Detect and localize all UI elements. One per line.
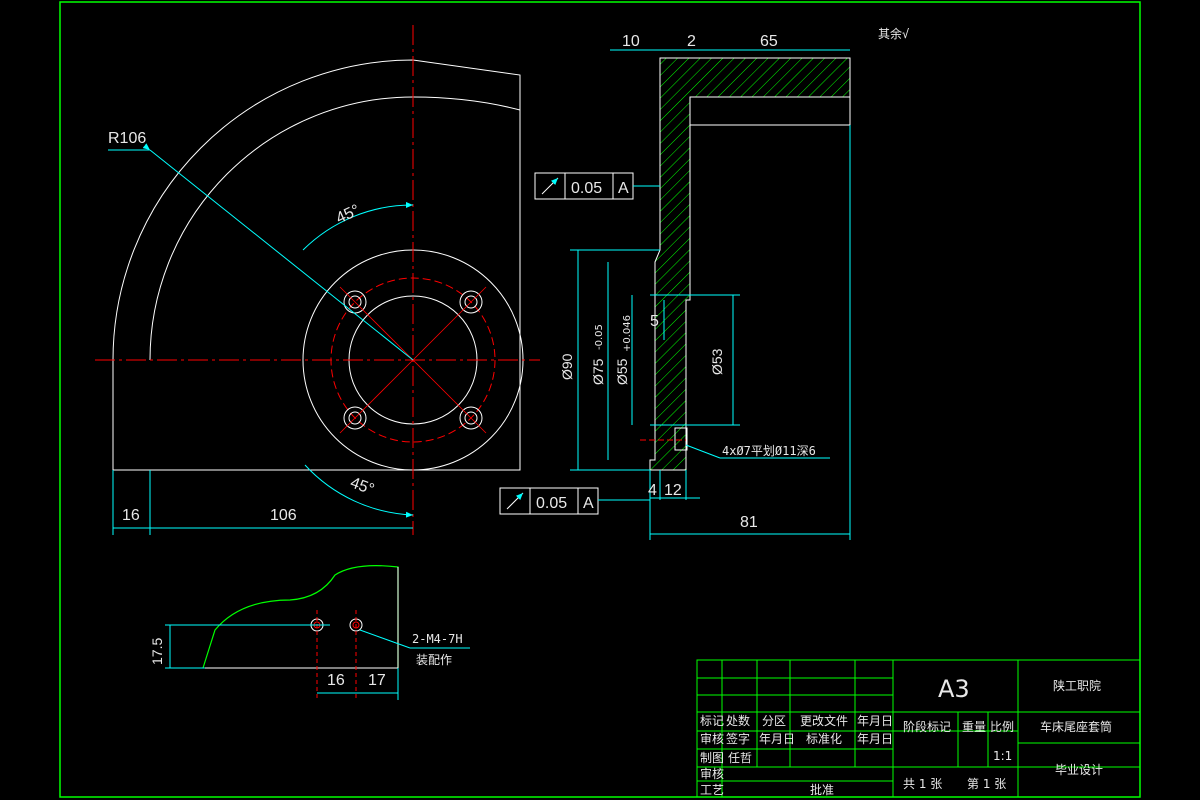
tolerance-frame-bottom: 0.05 A bbox=[499, 487, 650, 515]
title-block-text: A3 陕工职院 车床尾座套筒 毕业设计 1:1 阶段标记 重量 比例 共 1 张… bbox=[700, 675, 1112, 797]
stage-mark: 阶段标记 bbox=[903, 719, 951, 734]
svg-text:工艺: 工艺 bbox=[700, 783, 724, 797]
svg-text:A: A bbox=[583, 495, 594, 512]
svg-text:处数: 处数 bbox=[726, 713, 750, 728]
roughness-note: 其余√ bbox=[878, 26, 909, 41]
drawing-frame bbox=[59, 1, 1141, 798]
svg-text:0.05: 0.05 bbox=[536, 495, 567, 512]
sheet-size: A3 bbox=[938, 675, 970, 703]
section-body bbox=[649, 57, 851, 471]
sheet-number: 第 1 张 bbox=[967, 777, 1006, 791]
angle-bottom-label: 45° bbox=[348, 474, 377, 498]
dim-left-label: 16 bbox=[122, 507, 140, 524]
weight-label: 重量 bbox=[962, 720, 986, 734]
dia-90-label: Ø90 bbox=[559, 353, 575, 380]
svg-text:审核: 审核 bbox=[700, 731, 724, 746]
svg-text:签字: 签字 bbox=[726, 731, 750, 746]
tolerance-frame-top: 0.05 A bbox=[534, 172, 660, 200]
svg-text:标准化: 标准化 bbox=[806, 732, 842, 746]
dim-10: 10 bbox=[622, 33, 640, 50]
school-name: 陕工职院 bbox=[1053, 678, 1101, 693]
scale-value: 1:1 bbox=[993, 749, 1012, 763]
hole-note: 4xØ7平划Ø11深6 bbox=[722, 444, 816, 458]
bolt-holes bbox=[343, 290, 483, 430]
dim-81-label: 81 bbox=[740, 514, 758, 531]
svg-text:制图: 制图 bbox=[700, 751, 724, 765]
sheet-total: 共 1 张 bbox=[903, 777, 942, 791]
dim-12-label: 12 bbox=[664, 482, 682, 499]
section-view: 10 2 65 其余√ 0.05 A Ø90 Ø75 -0.05 Ø55 +0.… bbox=[499, 26, 909, 540]
svg-text:年月日: 年月日 bbox=[857, 714, 893, 728]
radius-label: R106 bbox=[108, 130, 146, 147]
svg-text:更改文件: 更改文件 bbox=[800, 713, 848, 728]
inner-arc bbox=[149, 96, 521, 361]
dia-55-label: Ø55 bbox=[614, 358, 630, 385]
dim-main-label: 106 bbox=[270, 507, 297, 524]
dia-75-tol: -0.05 bbox=[594, 324, 605, 350]
dim-17-5-label: 17.5 bbox=[149, 638, 165, 665]
svg-text:标记: 标记 bbox=[700, 714, 724, 728]
svg-text:A: A bbox=[618, 180, 629, 197]
ratio-label: 比例 bbox=[990, 720, 1014, 734]
thread-note: 2-M4-7H bbox=[412, 632, 463, 646]
design-type: 毕业设计 bbox=[1055, 763, 1103, 777]
svg-text:0.05: 0.05 bbox=[571, 180, 602, 197]
svg-text:审核: 审核 bbox=[700, 766, 724, 781]
dim-4-label: 4 bbox=[648, 482, 657, 499]
svg-text:批准: 批准 bbox=[810, 782, 834, 797]
dim-2: 2 bbox=[687, 33, 696, 50]
part-name: 车床尾座套筒 bbox=[1040, 719, 1112, 734]
angle-top-label: 45° bbox=[333, 202, 362, 228]
dia-75-label: Ø75 bbox=[590, 358, 606, 385]
dim-5-label: 5 bbox=[650, 313, 659, 330]
detail-view: 17.5 16 17 2-M4-7H 装配作 bbox=[149, 565, 470, 700]
svg-text:年月日: 年月日 bbox=[759, 732, 795, 746]
dia-55-tol: +0.046 bbox=[622, 315, 633, 352]
title-block bbox=[696, 659, 1141, 798]
dim-17-label: 17 bbox=[368, 672, 386, 689]
detail-profile bbox=[202, 565, 399, 669]
dia-53-label: Ø53 bbox=[709, 348, 725, 375]
front-view: R106 45° 45° 16 106 bbox=[95, 25, 540, 535]
svg-text:年月日: 年月日 bbox=[857, 732, 893, 746]
svg-text:任哲: 任哲 bbox=[728, 751, 752, 765]
assembly-note: 装配作 bbox=[416, 653, 452, 667]
svg-text:分区: 分区 bbox=[762, 714, 786, 728]
outer-arc bbox=[112, 59, 521, 471]
dim-65: 65 bbox=[760, 33, 778, 50]
dim-16-label: 16 bbox=[327, 672, 345, 689]
